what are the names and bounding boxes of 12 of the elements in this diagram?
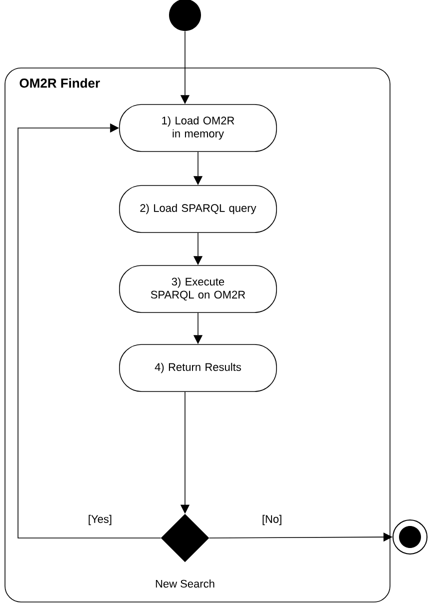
final-node	[392, 520, 428, 554]
activity-box: 2) Load SPARQL query	[119, 185, 277, 233]
container-title: OM2R Finder	[20, 78, 100, 88]
arrow	[18, 123, 162, 538]
activity-box: 4) Return Results	[119, 344, 277, 392]
initial-node	[169, 0, 201, 31]
decision-diamond	[160, 514, 210, 562]
guard-label: [Yes]	[86, 514, 114, 526]
activity-box: 3) Execute SPARQL on OM2R	[119, 265, 277, 313]
node-caption: New Search	[156, 580, 214, 588]
guard-label: [No]	[260, 514, 284, 526]
activity-box: 1) Load OM2R in memory	[119, 104, 277, 152]
